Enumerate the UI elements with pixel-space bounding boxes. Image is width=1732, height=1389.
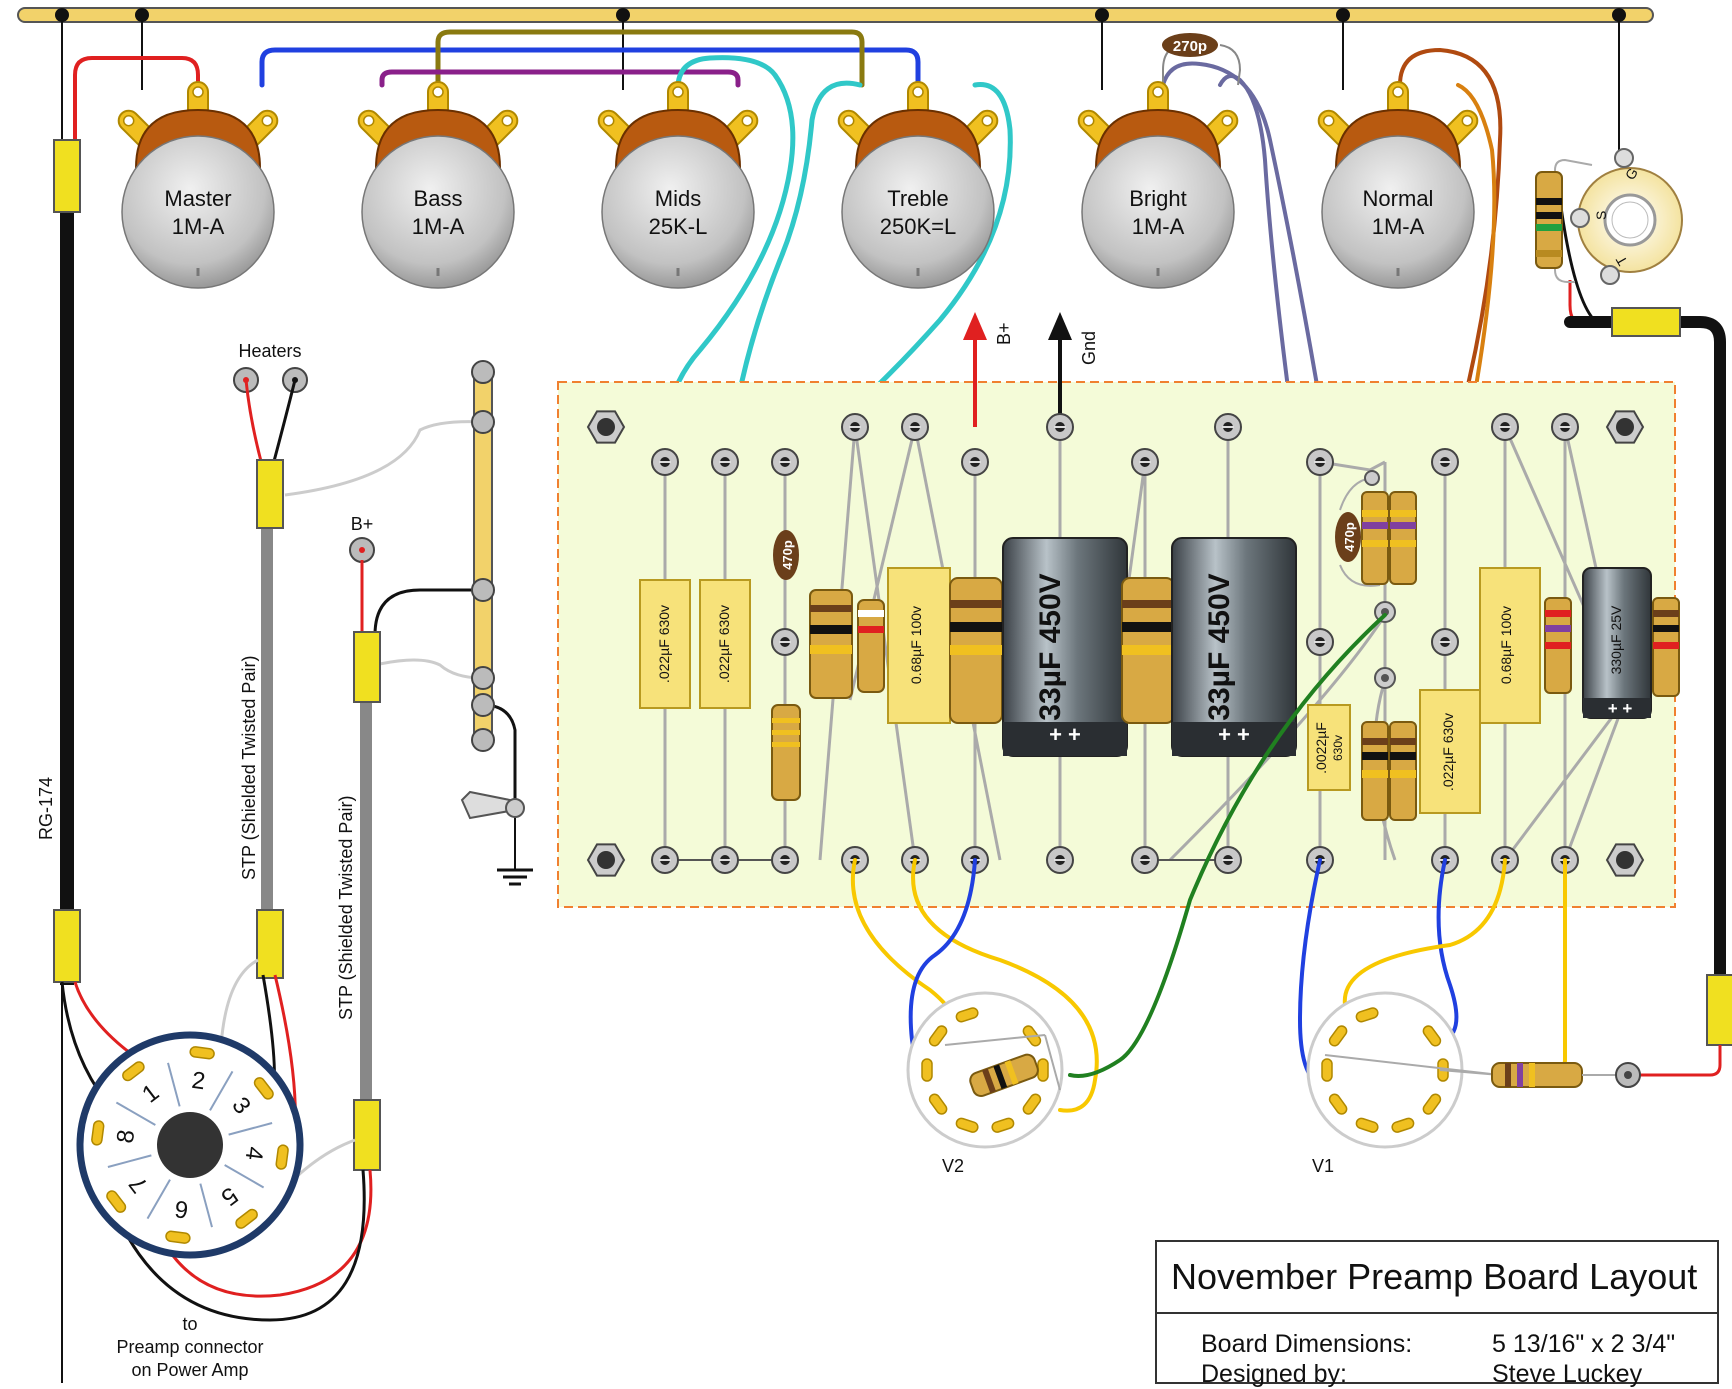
cap-330-plus: + + <box>1608 699 1633 718</box>
v2-label: V2 <box>942 1156 964 1176</box>
stp-label-1: STP (Shielded Twisted Pair) <box>239 656 259 880</box>
gnd-arrow-label: Gnd <box>1079 331 1099 365</box>
pot-normal: Normal 1M-A <box>1317 81 1479 289</box>
socket-pin <box>1355 1007 1379 1023</box>
pot-name-label: Treble <box>887 186 949 211</box>
jack-lug-s: S <box>1593 211 1609 220</box>
octal-pin <box>91 1120 105 1146</box>
octal-pin <box>235 1208 258 1229</box>
heaters-stp-cable: Heaters STP (Shielded Twisted Pair) <box>218 341 483 1186</box>
octal-pin-number: 2 <box>190 1067 207 1096</box>
pot-master: Master 1M-A <box>117 81 279 289</box>
cap-0022-line1: .0022µF <box>1313 722 1329 774</box>
pot-name-label: Bass <box>414 186 463 211</box>
bplus-left-label: B+ <box>351 514 374 534</box>
designed-by-label: Designed by: <box>1201 1360 1347 1388</box>
socket-pin <box>928 1025 948 1047</box>
socket-pin <box>921 1058 933 1082</box>
socket-pin <box>1328 1093 1348 1115</box>
octal-pin <box>106 1190 127 1213</box>
cap-022-a-label: .022µF 630v <box>656 605 672 683</box>
rg174-left-cable: RG-174 <box>36 139 156 1111</box>
octal-pin-number: 8 <box>112 1128 141 1145</box>
pot-value-label: 25K-L <box>649 214 708 239</box>
octal-pin-number: 4 <box>240 1145 269 1162</box>
bplus-arrow-label: B+ <box>994 322 1014 345</box>
cap-33-b-plus: + + <box>1218 722 1250 747</box>
bplus-arrow: B+ <box>963 312 1014 427</box>
pot-name-label: Master <box>164 186 231 211</box>
pot-value-label: 250K=L <box>880 214 956 239</box>
v1-label: V1 <box>1312 1156 1334 1176</box>
pot-value-label: 1M-A <box>1132 214 1185 239</box>
to-line1: to <box>182 1314 197 1334</box>
cap-022-c-label: .022µF 630v <box>1440 713 1456 791</box>
rg174-right-cable <box>1564 307 1732 1077</box>
mounting-nuts <box>586 410 1645 877</box>
pot-bright: Bright 1M-A <box>1077 81 1239 289</box>
title-block-title: November Preamp Board Layout <box>1157 1242 1717 1314</box>
pot-name-label: Mids <box>655 186 701 211</box>
pot-value-label: 1M-A <box>172 214 225 239</box>
rg174-label: RG-174 <box>36 777 56 840</box>
turret-group <box>651 413 1579 874</box>
cap-068-b-label: 0.68µF 100v <box>1498 606 1514 684</box>
pot-mids: Mids 25K-L <box>597 81 759 289</box>
cap-270p: 270p <box>1162 33 1242 86</box>
to-line2: Preamp connector <box>116 1337 263 1357</box>
socket-pin <box>1355 1117 1379 1133</box>
title-block: November Preamp Board Layout Board Dimen… <box>1155 1240 1719 1388</box>
socket-pin <box>1422 1025 1442 1047</box>
heaters-label: Heaters <box>238 341 301 361</box>
octal-pin <box>165 1230 191 1244</box>
octal-pin <box>253 1077 274 1100</box>
ground-rail <box>460 360 533 886</box>
pot-name-label: Bright <box>1129 186 1186 211</box>
octal-pin-number: 6 <box>173 1195 190 1224</box>
cap-0022-line2: 630v <box>1331 735 1345 761</box>
v2-socket: V2 <box>906 991 1064 1176</box>
octal-pin <box>189 1046 215 1060</box>
pot-bass: Bass 1M-A <box>357 81 519 289</box>
socket-pin <box>1391 1117 1415 1133</box>
cap-470p-b-label: 470p <box>1342 522 1357 552</box>
board-components: .022µF 630v .022µF 630v 470p 0.68µF 100v… <box>639 470 1680 821</box>
socket-pin <box>1037 1058 1049 1082</box>
designed-by-value: Steve Luckey <box>1492 1360 1643 1388</box>
to-line3: on Power Amp <box>131 1360 248 1380</box>
octal-pin <box>275 1144 289 1170</box>
socket-pin <box>955 1007 979 1023</box>
socket-pin <box>928 1093 948 1115</box>
socket-pin <box>991 1117 1015 1133</box>
cap-330-label: 330µF 25V <box>1608 605 1624 674</box>
gnd-arrow: Gnd <box>1048 312 1099 427</box>
socket-pin <box>1422 1093 1442 1115</box>
socket-pin <box>1321 1058 1333 1082</box>
octal-pin <box>122 1061 145 1082</box>
cap-33-b-label: 33µF 450V <box>1203 573 1236 720</box>
pot-group: Master 1M-A Bass 1M-A Mids 25K-L Treble 250K=L B… <box>117 81 1479 289</box>
cap-33-a-plus: + + <box>1049 722 1081 747</box>
board-dimensions-value: 5 13/16" x 2 3/4" <box>1492 1330 1676 1358</box>
board-dimensions-label: Board Dimensions: <box>1201 1330 1413 1358</box>
socket-pin <box>1022 1093 1042 1115</box>
pot-wires <box>73 29 1503 642</box>
cap-470p-a-label: 470p <box>780 540 795 570</box>
cap-270p-label: 270p <box>1173 38 1207 55</box>
stp-label-2: STP (Shielded Twisted Pair) <box>336 796 356 1020</box>
pot-name-label: Normal <box>1363 186 1434 211</box>
cap-022-b-label: .022µF 630v <box>716 605 732 683</box>
cap-33-a-label: 33µF 450V <box>1034 573 1067 720</box>
cap-068-a-label: 0.68µF 100v <box>908 606 924 684</box>
socket-pin <box>955 1117 979 1133</box>
pot-value-label: 1M-A <box>412 214 465 239</box>
pot-value-label: 1M-A <box>1372 214 1425 239</box>
socket-pin <box>1328 1025 1348 1047</box>
pot-treble: Treble 250K=L <box>837 81 999 289</box>
output-jack: G S T <box>1535 148 1683 327</box>
v1-socket: V1 <box>1306 991 1641 1176</box>
